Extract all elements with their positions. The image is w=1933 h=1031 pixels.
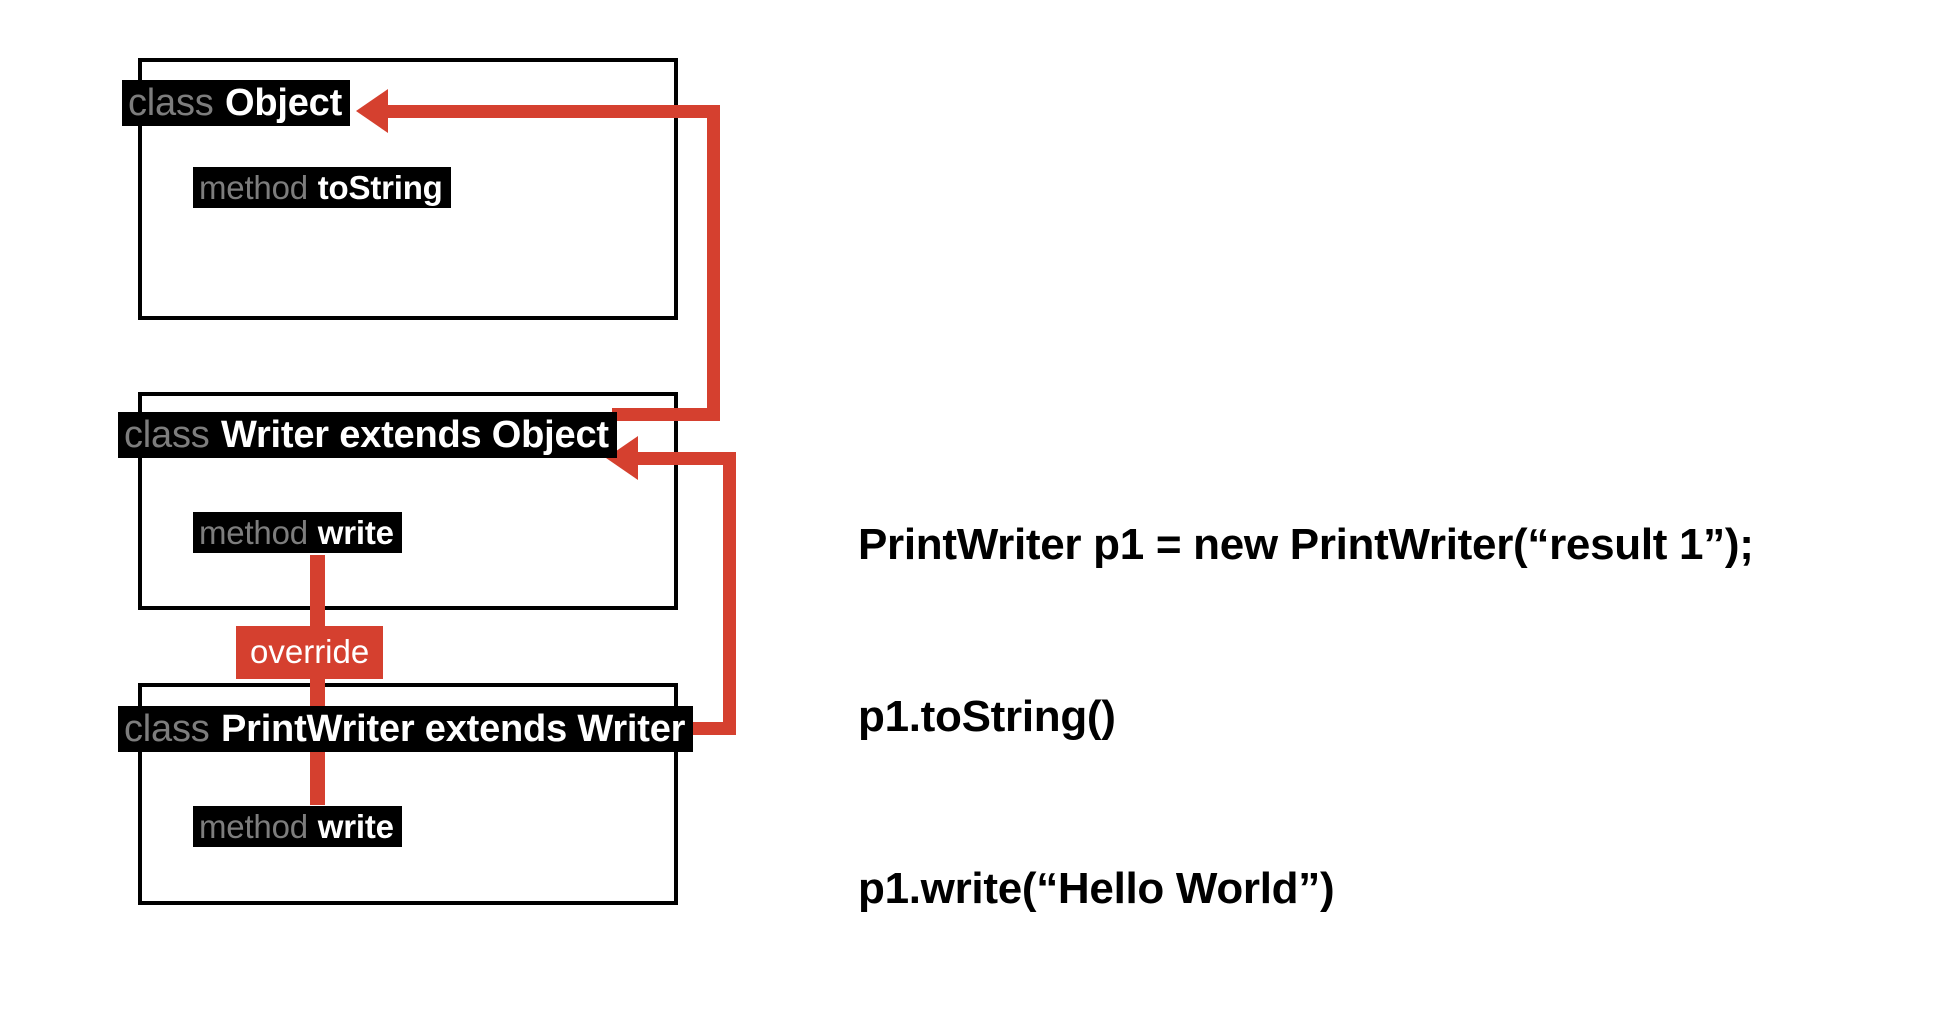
code-snippet: PrintWriter p1 = new PrintWriter(“result… — [858, 402, 1754, 1031]
class-keyword: class — [124, 708, 210, 750]
arrowhead-icon-writer-to-object — [356, 89, 388, 133]
override-badge: override — [236, 626, 384, 679]
method-name: toString — [317, 169, 443, 206]
code-line-1: PrintWriter p1 = new PrintWriter(“result… — [858, 520, 1754, 570]
class-keyword: class — [128, 82, 214, 124]
class-name: Writer extends Object — [220, 414, 609, 456]
override-connector-line — [310, 555, 325, 805]
connector-printwriter-writer-segment-vertical — [723, 452, 736, 735]
method-keyword: method — [199, 514, 308, 551]
class-name: Object — [224, 82, 343, 124]
method-name: write — [317, 514, 394, 551]
connector-printwriter-writer-segment-horizontal-upper — [636, 452, 736, 465]
connector-writer-object-segment-horizontal-lower — [612, 408, 720, 421]
code-line-2: p1.toString() — [858, 691, 1116, 741]
class-name: PrintWriter extends Writer — [220, 708, 686, 750]
code-line-3: p1.write(“Hello World”) — [858, 863, 1335, 913]
method-keyword: method — [199, 808, 308, 845]
connector-writer-object-segment-horizontal-upper — [386, 105, 720, 118]
class-keyword: class — [124, 414, 210, 456]
connector-writer-object-segment-vertical — [707, 105, 720, 421]
method-name: write — [317, 808, 394, 845]
method-keyword: method — [199, 169, 308, 206]
